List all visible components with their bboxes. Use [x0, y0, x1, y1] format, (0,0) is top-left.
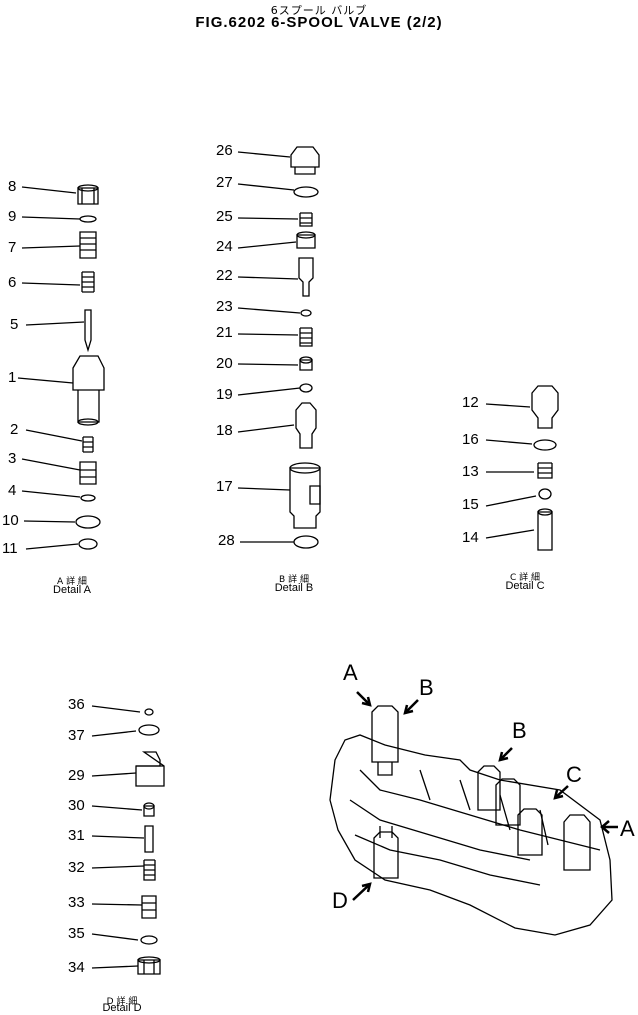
callout-b-mid: B: [512, 718, 527, 743]
part-number-12: 12: [462, 394, 479, 411]
part-number-20: 20: [216, 355, 233, 372]
part-number-24: 24: [216, 238, 233, 255]
part-number-36: 36: [68, 696, 85, 713]
part-number-27: 27: [216, 174, 233, 191]
detail-c-label: Detail C: [505, 580, 545, 592]
detail-c-label-jp: C 詳 細: [509, 573, 540, 583]
part-number-26: 26: [216, 142, 233, 159]
figure-title-japanese: 6スプール バルブ: [270, 4, 368, 17]
callout-b-top: B: [419, 675, 434, 700]
part-number-17: 17: [216, 478, 233, 495]
part-number-22: 22: [216, 267, 233, 284]
part-number-15: 15: [462, 496, 479, 513]
part-number-10: 10: [2, 512, 19, 529]
detail-c-parts: [485, 385, 559, 551]
callout-d: D: [332, 888, 348, 913]
part-number-16: 16: [462, 431, 479, 448]
part-number-9: 9: [8, 208, 17, 225]
callout-c: C: [566, 762, 582, 787]
part-number-7: 7: [8, 239, 17, 256]
valve-assembly: [329, 691, 618, 936]
detail-a-parts: [17, 184, 105, 550]
part-number-1: 1: [8, 369, 17, 386]
part-number-32: 32: [68, 859, 85, 876]
callout-a-top: A: [343, 660, 358, 685]
part-number-19: 19: [216, 386, 233, 403]
detail-b-label: Detail B: [274, 582, 314, 594]
part-number-18: 18: [216, 422, 233, 439]
part-number-6: 6: [8, 274, 17, 291]
part-number-33: 33: [68, 894, 85, 911]
part-number-11: 11: [2, 540, 18, 557]
part-number-31: 31: [68, 827, 85, 844]
detail-b-label-jp: B 詳 細: [279, 575, 309, 585]
detail-d-label: Detail D: [102, 1002, 142, 1014]
part-number-8: 8: [8, 178, 17, 195]
part-number-2: 2: [10, 421, 19, 438]
part-number-3: 3: [8, 450, 17, 467]
part-number-23: 23: [216, 298, 233, 315]
part-number-5: 5: [10, 316, 19, 333]
part-number-35: 35: [68, 925, 85, 942]
part-number-34: 34: [68, 959, 85, 976]
detail-a-label: Detail A: [53, 584, 91, 596]
part-number-30: 30: [68, 797, 85, 814]
part-number-25: 25: [216, 208, 233, 225]
figure-title: FIG.6202 6-SPOOL VALVE (2/2): [195, 14, 443, 31]
part-number-29: 29: [68, 767, 85, 784]
detail-a-label-jp: A 詳 細: [57, 577, 87, 587]
part-number-37: 37: [68, 727, 85, 744]
part-number-13: 13: [462, 463, 479, 480]
callout-a-right: A: [620, 816, 635, 841]
part-number-14: 14: [462, 529, 479, 546]
part-number-28: 28: [218, 532, 235, 549]
part-number-4: 4: [8, 482, 17, 499]
part-number-21: 21: [216, 324, 233, 341]
detail-d-label-jp: D 詳 細: [106, 997, 138, 1007]
detail-b-parts: [237, 146, 321, 549]
detail-d-parts: [91, 705, 165, 975]
